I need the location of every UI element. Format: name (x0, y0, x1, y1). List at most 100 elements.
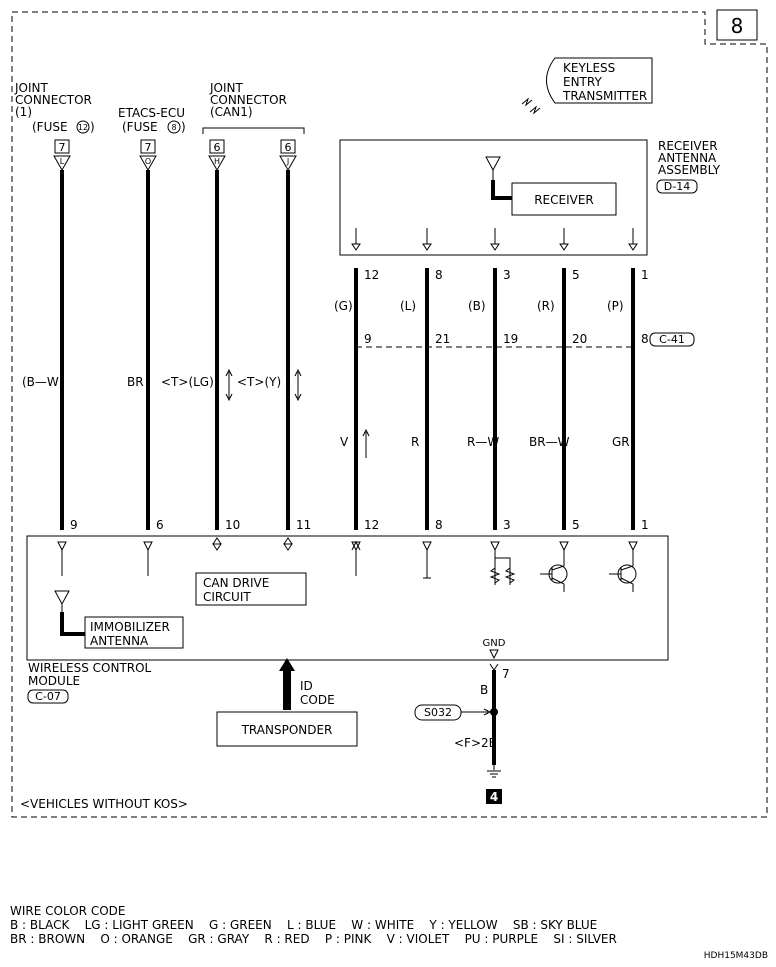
splice-point (490, 708, 498, 716)
immobilizer-feed (60, 612, 85, 636)
wire-tag-2: 7 O (139, 139, 157, 172)
color-br-w: BR—W (529, 435, 570, 449)
etacs-fuse-num: 8 (171, 123, 176, 132)
resistor-icon (489, 567, 516, 584)
svg-text:L: L (60, 157, 65, 166)
module-pin-3: 3 (503, 518, 511, 532)
gnd-terminal (489, 649, 499, 660)
c41-pin-9: 9 (364, 332, 372, 346)
vehicles-note: <VEHICLES WITHOUT KOS> (20, 797, 188, 811)
receiver-pin-12: 12 (364, 268, 379, 282)
color-br: BR (127, 375, 144, 389)
gnd-label: GND (483, 638, 506, 649)
module-pin-9: 9 (70, 518, 78, 532)
joint1-line-3: (1) (15, 105, 32, 119)
immobilizer-line-1: IMMOBILIZER (90, 620, 170, 634)
ground-point-number: 4 (490, 790, 498, 804)
color-lg: <T>(LG) (161, 375, 214, 389)
assembly-line-3: ASSEMBLY (658, 163, 721, 177)
id-code-line-2: CODE (300, 693, 335, 707)
joint1-fuse: (FUSE (32, 120, 68, 134)
receiver-pin-5: 5 (572, 268, 580, 282)
svg-text:7: 7 (59, 141, 66, 154)
c41-pin-21: 21 (435, 332, 450, 346)
c41-pin-20: 20 (572, 332, 587, 346)
assembly-line-2: ANTENNA (658, 151, 717, 165)
color-upper-g: (G) (334, 299, 353, 313)
joint1-line-2: CONNECTOR (15, 93, 92, 107)
gnd-connector (489, 663, 499, 671)
legend-title: WIRE COLOR CODE (10, 904, 125, 918)
splice-arrow (461, 708, 492, 716)
c41-code: C-41 (659, 333, 685, 346)
can-drive-circuit (195, 572, 307, 606)
wire-tag-3: 6 H (208, 139, 226, 172)
fuse-icon-8 (167, 120, 181, 134)
radio-waves-icon (521, 97, 541, 115)
gnd-pin: 7 (502, 667, 510, 681)
module-code-frame (27, 689, 69, 704)
keyless-transmitter-outline (546, 57, 653, 104)
joint1-fuse-close: ) (90, 120, 95, 134)
c41-pin-19: 19 (503, 332, 518, 346)
ground-symbol-icon (487, 765, 501, 778)
legend-line-2: BR : BROWN O : ORANGE GR : GRAY R : RED … (10, 932, 617, 946)
immobilizer-antenna-icon (54, 590, 70, 612)
wire-tag-1: 7 L (53, 139, 71, 172)
receiver-pin-1: 1 (641, 268, 649, 282)
receiver-pin-8: 8 (435, 268, 443, 282)
module-pin-5: 5 (572, 518, 580, 532)
keyless-line-3: TRANSMITTER (562, 89, 647, 103)
gnd-note: <F>2B (454, 736, 497, 750)
module-pin-6: 6 (156, 518, 164, 532)
module-code: C-07 (35, 690, 61, 703)
receiver-terminals (351, 228, 638, 251)
can1-line-3: (CAN1) (210, 105, 253, 119)
can1-bracket (202, 127, 305, 134)
etacs-fuse: (FUSE (122, 120, 158, 134)
receiver-box (511, 182, 617, 216)
svg-text:J: J (286, 157, 289, 166)
svg-text:O: O (145, 157, 151, 166)
page-number: 8 (731, 14, 744, 38)
joint1-fuse-num: 12 (78, 123, 88, 132)
page-number-box (716, 9, 758, 41)
c41-code-frame (649, 332, 695, 347)
module-pin-8: 8 (435, 518, 443, 532)
immobilizer-line-2: ANTENNA (90, 634, 149, 648)
assembly-code: D-14 (664, 180, 690, 193)
wire-tag-4: 6 J (279, 139, 297, 172)
color-gr: GR (612, 435, 630, 449)
id-code-arrow (279, 658, 295, 710)
module-pin-1: 1 (641, 518, 649, 532)
color-upper-p: (P) (607, 299, 624, 313)
transponder-box (216, 711, 358, 747)
immobilizer-box (84, 616, 184, 649)
can-drive-line-2: CIRCUIT (203, 590, 251, 604)
module-terminals (57, 537, 638, 585)
splice-label: S032 (424, 706, 452, 719)
receiver-label: RECEIVER (534, 193, 594, 207)
color-v: V (340, 435, 349, 449)
fuse-icon-12 (76, 120, 90, 134)
color-r-w: R—W (467, 435, 499, 449)
color-upper-r: (R) (537, 299, 555, 313)
transponder-label: TRANSPONDER (241, 723, 333, 737)
transistor-icon (540, 564, 637, 592)
assembly-code-frame (656, 179, 698, 194)
legend-line-1: B : BLACK LG : LIGHT GREEN G : GREEN L :… (10, 918, 597, 932)
c41-pin-8: 8 (641, 332, 649, 346)
svg-text:6: 6 (285, 141, 292, 154)
module-pin-12: 12 (364, 518, 379, 532)
keyless-line-2: ENTRY (563, 75, 602, 89)
can1-line-2: CONNECTOR (210, 93, 287, 107)
keyless-line-1: KEYLESS (563, 61, 615, 75)
etacs-fuse-close: ) (181, 120, 186, 134)
ground-point-box (486, 789, 502, 804)
bidirectional-arrow-icon (225, 368, 370, 458)
etacs-line-1: ETACS-ECU (118, 106, 185, 120)
joint1-line-1: JOINT (14, 81, 49, 95)
color-y: <T>(Y) (237, 375, 281, 389)
svg-text:H: H (214, 157, 220, 166)
